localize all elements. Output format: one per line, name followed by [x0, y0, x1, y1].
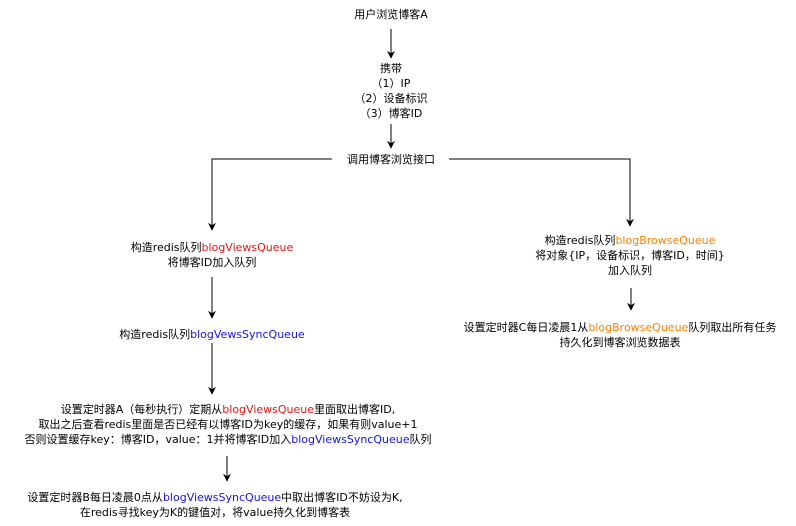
views-queue-prefix: 构造redis队列 — [130, 241, 202, 254]
node-user-browse-label: 用户浏览博客A — [354, 8, 428, 21]
browse-queue-prefix: 构造redis队列 — [544, 234, 616, 247]
browse-queue-line-3: 加入队列 — [608, 264, 652, 277]
node-browse-queue: 构造redis队列blogBrowseQueue 将对象{IP，设备标识，博客I… — [535, 233, 725, 278]
queue-name-blog-browse: blogBrowseQueue — [615, 234, 716, 247]
node-timer-a: 设置定时器A（每秒执行）定期从blogViewsQueue里面取出博客ID, 取… — [25, 402, 432, 447]
timer-a-line3-prefix: 否则设置缓存key：博客ID，value：1并将博客ID加入 — [24, 433, 292, 446]
timer-c-prefix: 设置定时器C每日凌晨1从 — [463, 321, 589, 334]
timer-a-line-3: 否则设置缓存key：博客ID，value：1并将博客ID加入blogViewsS… — [25, 432, 432, 447]
timer-a-suffix: 里面取出博客ID, — [314, 403, 396, 416]
timer-c-suffix: 队列取出所有任务 — [688, 321, 777, 334]
timer-b-queue-name: blogViewsSyncQueue — [162, 491, 282, 504]
sync-queue-line: 构造redis队列blogVewsSyncQueue — [119, 327, 304, 342]
node-timer-c: 设置定时器C每日凌晨1从blogBrowseQueue队列取出所有任务 持久化到… — [464, 320, 777, 350]
browse-queue-line-2: 将对象{IP，设备标识，博客ID，时间} — [535, 249, 725, 262]
browse-queue-line-1: 构造redis队列blogBrowseQueue — [535, 233, 725, 248]
timer-a-sync-queue-name: blogViewsSyncQueue — [291, 433, 410, 446]
timer-a-prefix: 设置定时器A（每秒执行）定期从 — [60, 403, 223, 416]
timer-b-line-1: 设置定时器B每日凌晨0点从blogViewsSyncQueue中取出博客ID不妨… — [27, 490, 402, 505]
timer-a-line-1: 设置定时器A（每秒执行）定期从blogViewsQueue里面取出博客ID, — [25, 402, 432, 417]
timer-b-suffix: 中取出博客ID不妨设为K, — [281, 491, 403, 504]
carry-line-2: （1）IP — [371, 77, 411, 90]
views-queue-line-1: 构造redis队列blogViewsQueue — [131, 240, 294, 255]
views-queue-line-2: 将博客ID加入队列 — [167, 256, 257, 269]
node-sync-queue: 构造redis队列blogVewsSyncQueue — [119, 327, 304, 342]
node-carry: 携带 （1）IP （2）设备标识 （3）博客ID — [355, 61, 428, 121]
edge-api-to-browse-queue — [449, 158, 634, 227]
timer-b-line-2: 在redis寻找key为K的键值对，将value持久化到博客表 — [79, 506, 351, 519]
edge-api-to-views-queue — [208, 158, 332, 231]
timer-c-queue-name: blogBrowseQueue — [588, 321, 689, 334]
queue-name-blog-views: blogViewsQueue — [201, 241, 294, 254]
sync-queue-prefix: 构造redis队列 — [119, 328, 191, 341]
timer-c-line-2: 持久化到博客浏览数据表 — [559, 336, 681, 349]
node-views-queue: 构造redis队列blogViewsQueue 将博客ID加入队列 — [131, 240, 294, 270]
carry-line-3: （2）设备标识 — [354, 92, 428, 105]
timer-c-line-1: 设置定时器C每日凌晨1从blogBrowseQueue队列取出所有任务 — [464, 320, 777, 335]
node-call-api: 调用博客浏览接口 — [347, 152, 435, 167]
carry-line-1: 携带 — [380, 62, 402, 75]
timer-a-line-2: 取出之后查看redis里面是否已经有以博客ID为key的缓存，如果有则value… — [38, 418, 418, 431]
timer-a-line3-suffix: 队列 — [409, 433, 432, 446]
node-call-api-label: 调用博客浏览接口 — [347, 153, 435, 166]
timer-b-prefix: 设置定时器B每日凌晨0点从 — [27, 491, 163, 504]
node-user-browse: 用户浏览博客A — [354, 7, 428, 22]
node-timer-b: 设置定时器B每日凌晨0点从blogViewsSyncQueue中取出博客ID不妨… — [27, 490, 402, 520]
carry-line-4: （3）博客ID — [359, 107, 423, 120]
timer-a-queue-name: blogViewsQueue — [222, 403, 315, 416]
queue-name-blog-vews-sync: blogVewsSyncQueue — [190, 328, 305, 341]
